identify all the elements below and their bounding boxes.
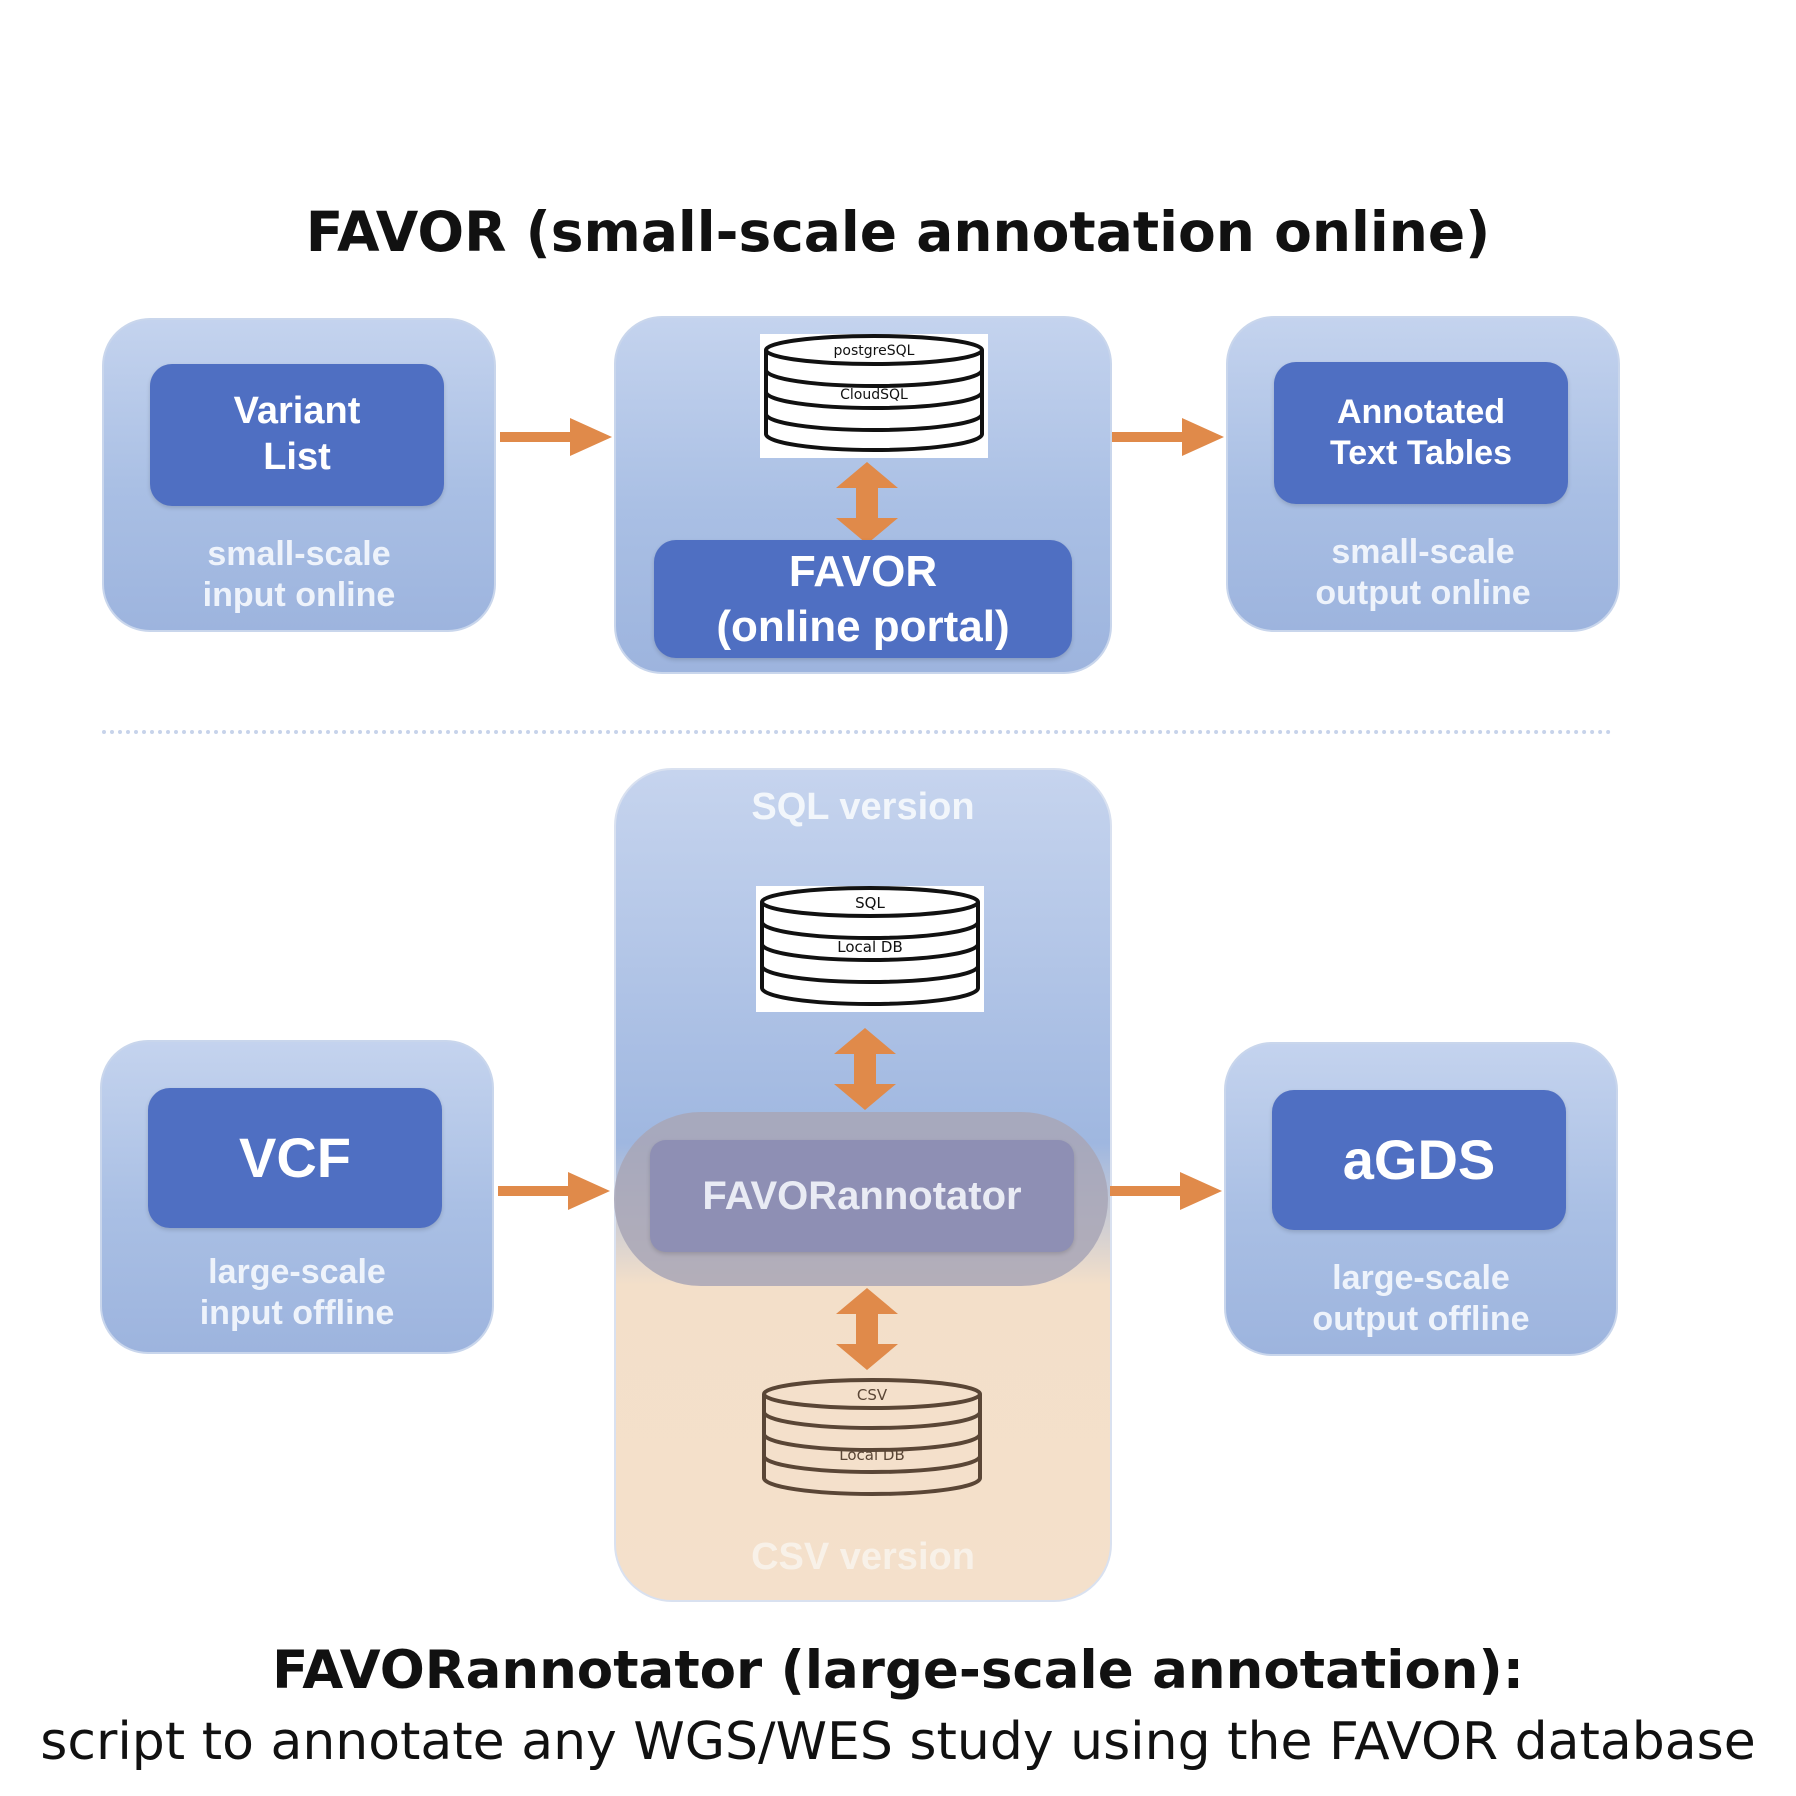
- section-divider: [102, 730, 1612, 734]
- variant-list-box: Variant List: [150, 364, 444, 506]
- bidirectional-arrow-icon: [836, 462, 898, 544]
- agds-caption: large-scale output offline: [1312, 1259, 1530, 1338]
- favor-section-title: FAVOR (small-scale annotation online): [305, 200, 1491, 264]
- bidirectional-arrow-icon: [836, 1288, 898, 1370]
- annotated-text-tables-panel: Annotated Text Tables small-scale output…: [1226, 316, 1620, 632]
- variant-list-caption: small-scale input online: [202, 535, 396, 614]
- vcf-panel: VCF large-scale input offline: [100, 1040, 494, 1354]
- favorannotator-section-title: FAVORannotator (large-scale annotation):: [272, 1640, 1524, 1701]
- db-label: Local DB: [837, 938, 903, 956]
- csv-version-label: CSV version: [751, 1536, 975, 1578]
- database-icon: postgreSQL CloudSQL: [760, 334, 988, 458]
- db-label: postgreSQL: [834, 343, 915, 359]
- variant-list-panel: Variant List small-scale input online: [102, 318, 496, 632]
- db-label: CloudSQL: [840, 387, 908, 403]
- arrow-right-icon: [500, 418, 612, 456]
- agds-box: aGDS: [1272, 1090, 1566, 1230]
- db-label: Local DB: [839, 1446, 905, 1464]
- favorannotator-box: FAVORannotator: [650, 1140, 1074, 1252]
- arrow-right-icon: [1110, 1172, 1222, 1210]
- sql-version-label: SQL version: [751, 786, 975, 828]
- annotated-text-tables-box: Annotated Text Tables: [1274, 362, 1568, 504]
- database-icon: CSV Local DB: [762, 1378, 982, 1496]
- database-icon: SQL Local DB: [756, 886, 984, 1012]
- db-label: SQL: [855, 894, 885, 912]
- favorannotator-section-subtitle: script to annotate any WGS/WES study usi…: [40, 1712, 1756, 1772]
- db-label: CSV: [857, 1386, 888, 1404]
- agds-panel: aGDS large-scale output offline: [1224, 1042, 1618, 1356]
- bidirectional-arrow-icon: [834, 1028, 896, 1110]
- favor-portal-panel: postgreSQL CloudSQL FAVOR (online portal…: [614, 316, 1112, 674]
- arrow-right-icon: [498, 1172, 610, 1210]
- arrow-right-icon: [1112, 418, 1224, 456]
- favor-online-portal-box: FAVOR (online portal): [654, 540, 1072, 658]
- annotated-text-tables-caption: small-scale output online: [1315, 533, 1531, 612]
- vcf-box: VCF: [148, 1088, 442, 1228]
- vcf-caption: large-scale input offline: [199, 1253, 395, 1332]
